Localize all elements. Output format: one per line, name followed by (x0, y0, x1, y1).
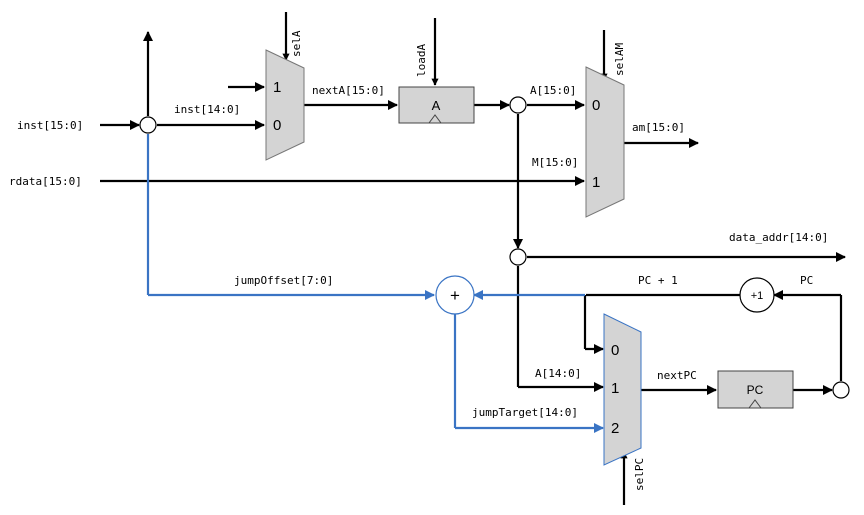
mux-A (265, 49, 305, 161)
register-PC (717, 370, 794, 409)
inst-junction (139, 116, 157, 134)
inst-label: inst[15:0] (17, 119, 83, 132)
pc-junction (832, 381, 850, 399)
pc-plus1-label: PC + 1 (638, 274, 678, 287)
mux-PC (603, 313, 642, 466)
nextPC-label: nextPC (657, 369, 697, 382)
incrementer-label: +1 (751, 290, 764, 302)
selPC-label: selPC (633, 458, 646, 491)
register-A-label: A (432, 98, 441, 113)
register-A-clock-icon (428, 114, 442, 124)
A-junction (509, 96, 527, 114)
jumpTarget-label: jumpTarget[14:0] (472, 406, 578, 419)
register-PC-clock-icon (748, 399, 762, 409)
muxAM-input-1: 1 (592, 174, 600, 191)
A-label: A[15:0] (530, 84, 576, 97)
loadA-label: loadA (415, 44, 428, 77)
muxPC-input-0: 0 (611, 342, 619, 359)
selA-label: selA (290, 30, 303, 57)
jumpOffset-label: jumpOffset[7:0] (234, 274, 333, 287)
muxAM-input-0: 0 (592, 97, 600, 114)
data-addr-label: data_addr[14:0] (729, 231, 828, 244)
muxPC-input-1: 1 (611, 380, 619, 397)
mux-AM (585, 66, 625, 218)
muxA-input-0: 0 (273, 117, 281, 134)
selAM-label: selAM (613, 43, 626, 76)
adder (435, 275, 475, 315)
inst-low-label: inst[14:0] (174, 103, 240, 116)
muxA-input-1: 1 (273, 79, 281, 96)
A-low-label: A[14:0] (535, 367, 581, 380)
register-PC-label: PC (747, 383, 764, 397)
am-label: am[15:0] (632, 121, 685, 134)
incrementer (739, 277, 775, 313)
nextA-label: nextA[15:0] (312, 84, 385, 97)
M-label: M[15:0] (532, 156, 578, 169)
rdata-label: rdata[15:0] (9, 175, 82, 188)
adder-label: + (450, 286, 460, 305)
muxPC-input-2: 2 (611, 420, 619, 437)
pc-label: PC (800, 274, 813, 287)
data-addr-junction (509, 248, 527, 266)
